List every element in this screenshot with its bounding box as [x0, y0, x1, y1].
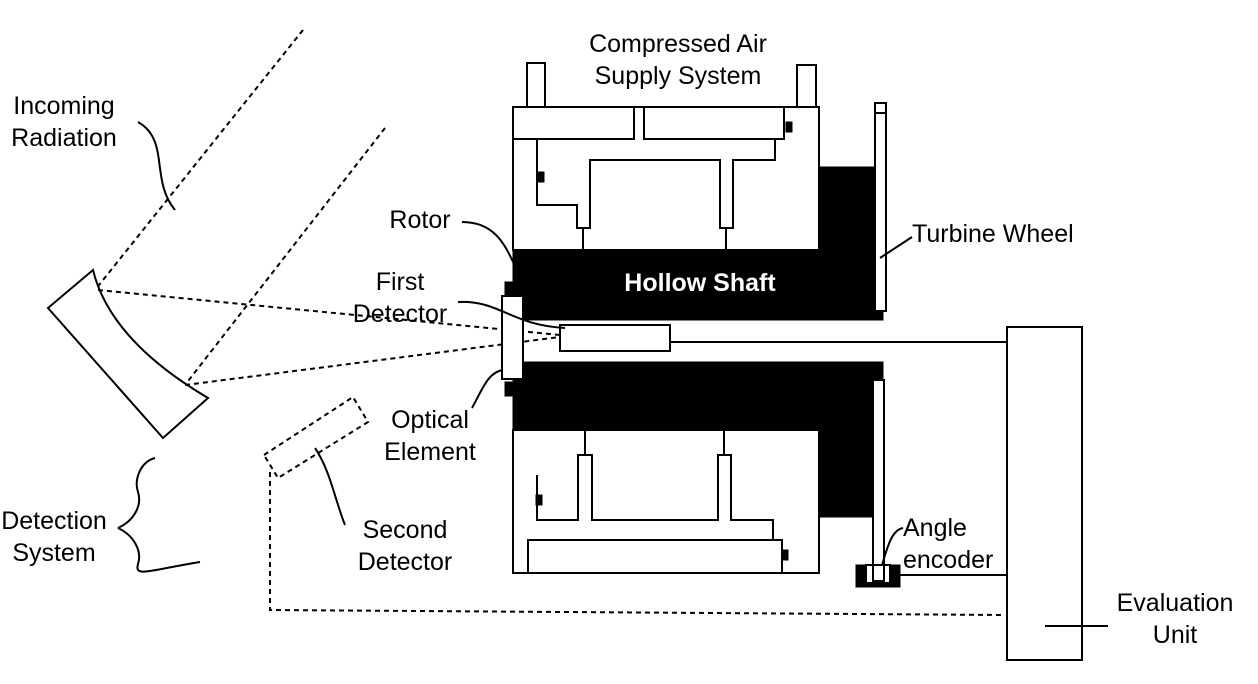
label-hollow-shaft: Hollow Shaft — [624, 269, 776, 297]
angle-encoder-assembly — [855, 379, 901, 588]
incoming-radiation-rays — [94, 29, 386, 386]
label-second-detector-line2: Detector — [358, 548, 452, 576]
label-detection-line2: System — [12, 539, 95, 567]
label-first-detector-line2: Detector — [353, 300, 447, 328]
label-optical-line1: Optical — [391, 406, 469, 434]
label-compressed-air-line2: Supply System — [595, 62, 762, 90]
optical-element — [501, 295, 524, 380]
leader-lines — [117, 121, 1108, 627]
label-detection-line1: Detection — [1, 507, 107, 535]
label-turbine-wheel: Turbine Wheel — [912, 220, 1074, 248]
evaluation-unit — [1006, 326, 1083, 661]
upper-rotor-housing — [512, 106, 820, 251]
label-incoming-line2: Radiation — [11, 124, 117, 152]
curved-mirror — [46, 268, 210, 440]
turbine-wheel — [874, 102, 887, 312]
label-evaluation-line2: Unit — [1153, 621, 1198, 649]
reflected-rays — [97, 289, 561, 386]
label-rotor: Rotor — [389, 206, 450, 234]
label-evaluation-line1: Evaluation — [1117, 589, 1234, 617]
hollow-shaft-body — [504, 166, 884, 518]
label-compressed-air-line1: Compressed Air — [589, 30, 767, 58]
label-angle-encoder-line2: encoder — [903, 546, 993, 574]
first-detector — [559, 324, 671, 352]
lower-rotor-housing — [512, 429, 820, 574]
label-first-detector-line1: First — [376, 268, 425, 296]
label-second-detector-line1: Second — [363, 516, 448, 544]
label-optical-line2: Element — [384, 438, 476, 466]
label-incoming-line1: Incoming — [13, 92, 114, 120]
label-angle-encoder-line1: Angle — [903, 514, 967, 542]
second-detector-connection — [269, 472, 1006, 616]
second-detector — [262, 395, 370, 480]
